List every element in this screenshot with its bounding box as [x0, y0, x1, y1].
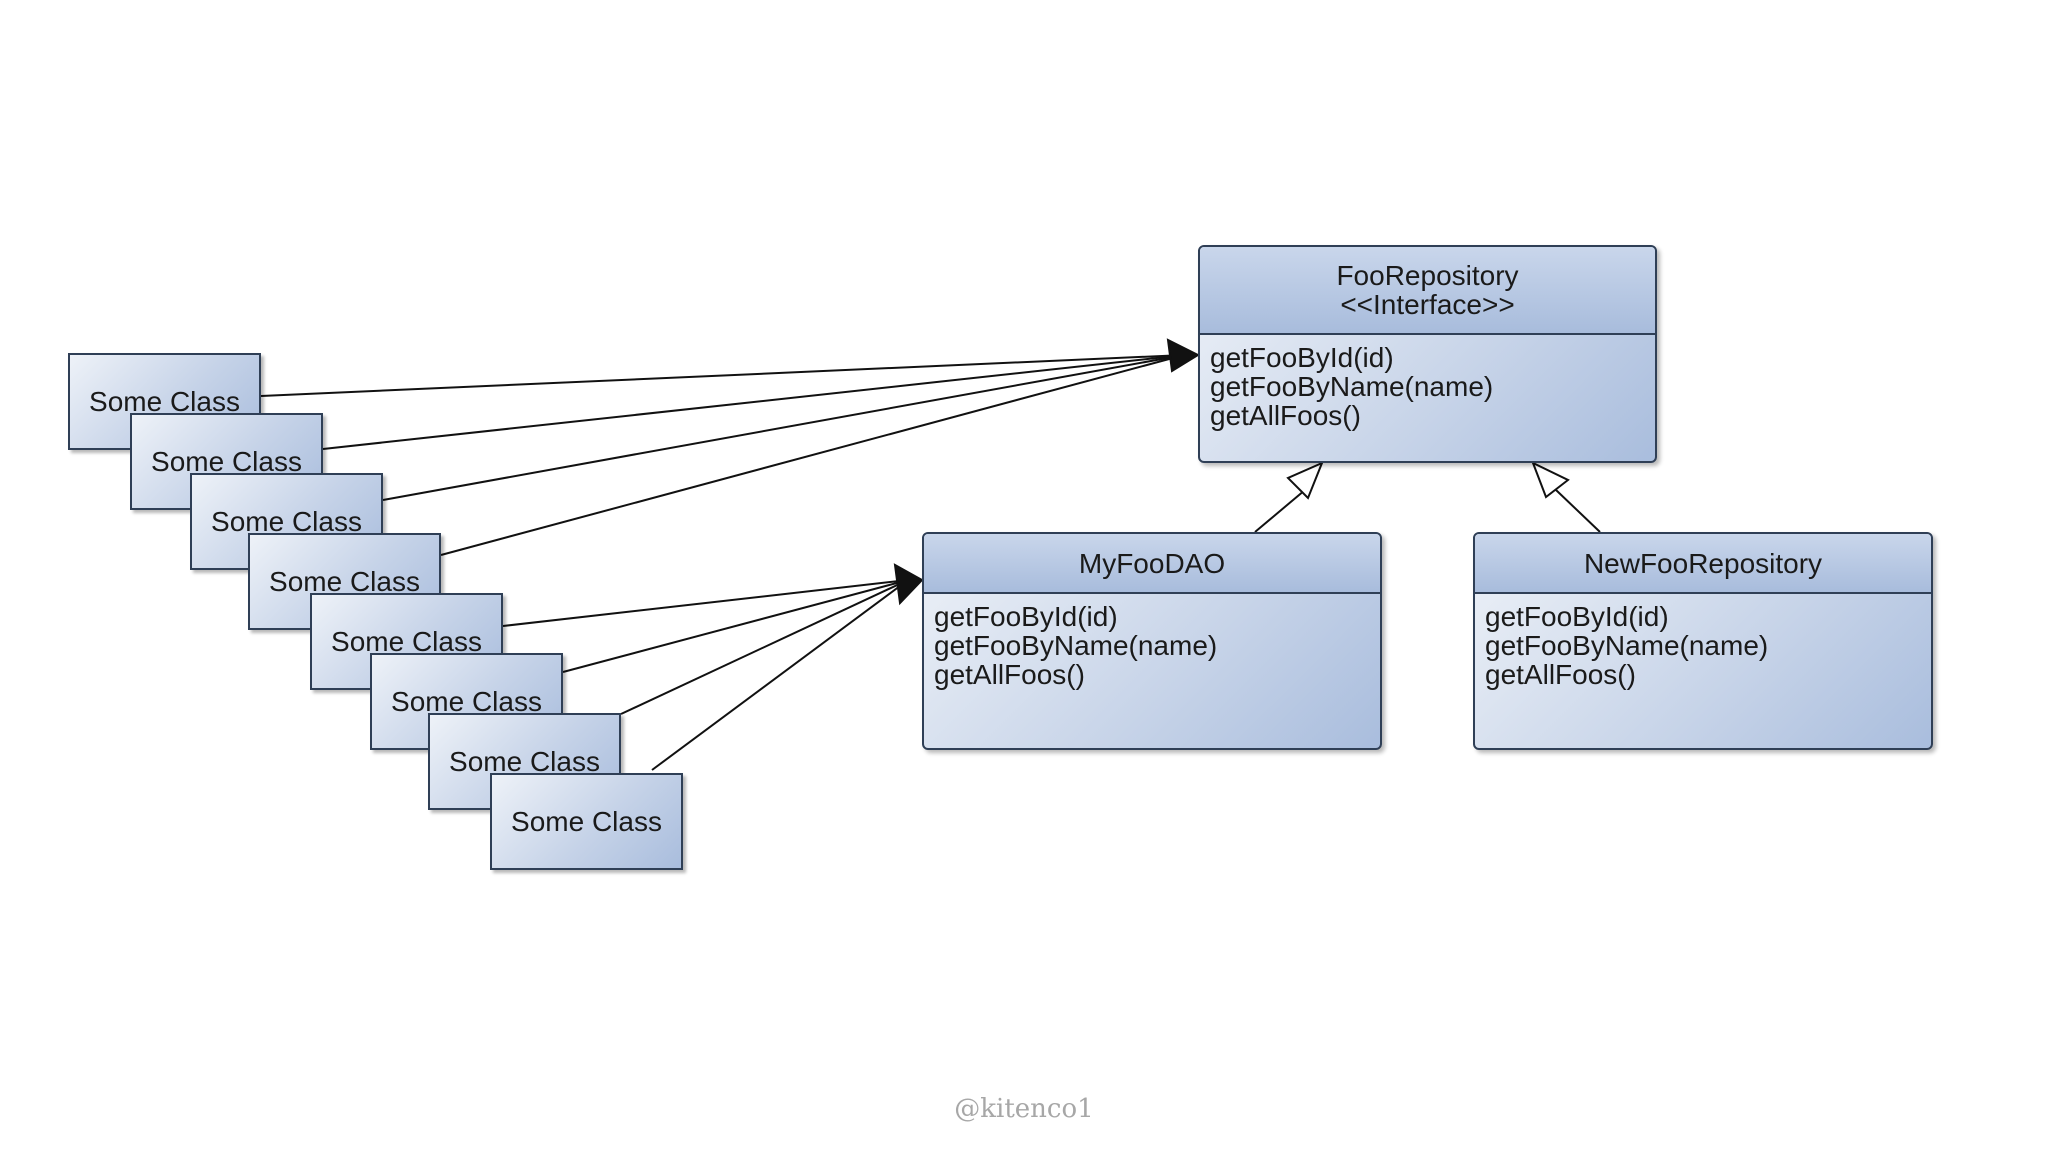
some-class-label: Some Class [151, 445, 302, 477]
class-box-newfoorepository: NewFooRepository getFooById(id) getFooBy… [1473, 532, 1933, 750]
realization-arrowhead [1286, 461, 1324, 500]
class-name: NewFooRepository [1583, 547, 1823, 579]
interface-stereotype: <<Interface>> [1340, 289, 1515, 320]
author-credit: @kitenco1 [954, 1094, 1094, 1124]
arrowhead-interface [1166, 338, 1201, 373]
some-class-label: Some Class [449, 745, 600, 777]
dependency-line [620, 579, 909, 715]
method: getAllFoos() [1210, 400, 1361, 431]
some-class-label: Some Class [391, 685, 542, 717]
class-header: NewFooRepository [1475, 534, 1931, 594]
some-class-label: Some Class [89, 385, 240, 417]
method: getAllFoos() [934, 659, 1085, 690]
class-header: MyFooDAO [924, 534, 1380, 594]
some-class-label: Some Class [511, 805, 662, 837]
method: getFooByName(name) [934, 630, 1218, 661]
method: getFooById(id) [934, 601, 1118, 632]
method: getFooById(id) [1210, 342, 1394, 373]
arrowhead-dao [893, 563, 924, 606]
some-class-box: Some Class [490, 773, 683, 870]
class-methods: getFooById(id) getFooByName(name) getAll… [1475, 594, 1931, 697]
some-class-label: Some Class [211, 505, 362, 537]
some-class-label: Some Class [331, 625, 482, 657]
method: getFooById(id) [1485, 601, 1669, 632]
method: getFooByName(name) [1210, 371, 1494, 402]
interface-methods: getFooById(id) getFooByName(name) getAll… [1200, 335, 1655, 438]
class-name: MyFooDAO [1078, 547, 1226, 579]
some-class-label: Some Class [269, 565, 420, 597]
class-methods: getFooById(id) getFooByName(name) getAll… [924, 594, 1380, 697]
method: getFooByName(name) [1485, 630, 1769, 661]
realization-line [1555, 489, 1601, 533]
interface-box-foorepository: FooRepository <<Interface>> getFooById(i… [1198, 245, 1657, 463]
dependency-line [502, 579, 909, 627]
realization-line [1254, 489, 1306, 533]
dependency-line [562, 579, 909, 673]
interface-name: FooRepository [1336, 260, 1519, 291]
interface-header: FooRepository <<Interface>> [1200, 247, 1655, 335]
dependency-line [322, 354, 1185, 450]
dependency-line [440, 354, 1185, 556]
class-box-myfoodao: MyFooDAO getFooById(id) getFooByName(nam… [922, 532, 1382, 750]
dependency-line [260, 354, 1185, 397]
dependency-line [651, 579, 909, 771]
dependency-line [382, 354, 1185, 501]
method: getAllFoos() [1485, 659, 1636, 690]
realization-arrowhead [1531, 460, 1570, 499]
